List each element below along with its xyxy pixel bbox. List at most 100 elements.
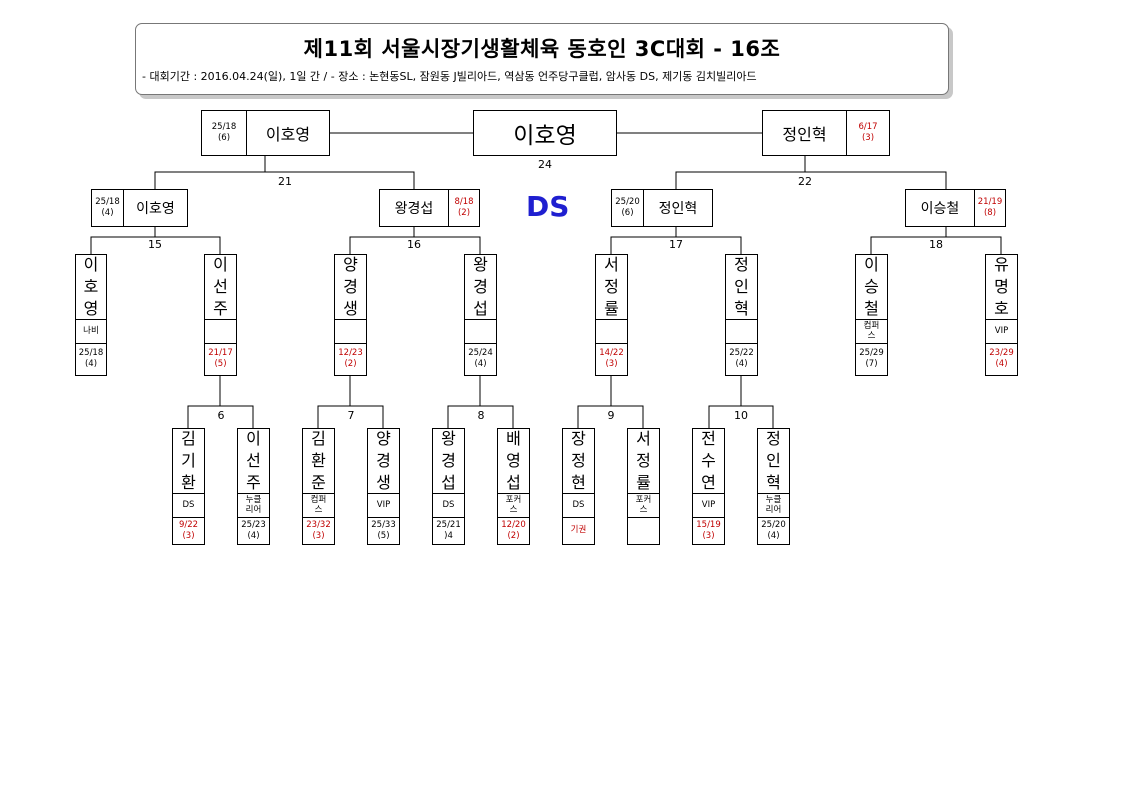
player-club: [465, 319, 496, 344]
player-score: [628, 517, 659, 544]
player-name: 서정률: [596, 255, 627, 320]
player-score: 25/21)4: [436, 519, 461, 541]
player-club: [205, 319, 236, 344]
player-name: 배영섭: [498, 429, 529, 494]
r32-player-6: 배영섭 포커스 12/20(2): [497, 428, 530, 545]
player-club: 포커스: [498, 493, 529, 518]
r32-player-7: 장정현 DS 기권: [562, 428, 595, 545]
match-18-number: 18: [929, 238, 943, 251]
player-club: 누클리어: [758, 493, 789, 518]
player-name: 양경생: [335, 255, 366, 320]
player-club: VIP: [986, 319, 1017, 344]
player-score: 25/23(4): [241, 519, 266, 541]
player-club: DS: [173, 493, 204, 518]
match-16-number: 16: [407, 238, 421, 251]
player-score: 25/22(4): [729, 348, 754, 369]
r32-player-5: 왕경섭 DS 25/21)4: [432, 428, 465, 545]
line-match-8: [447, 405, 514, 428]
player-name: 왕경섭: [465, 255, 496, 320]
semi-21-right-box: 왕경섭 8/18 (2): [379, 189, 480, 227]
champion-box: 이호영: [473, 110, 617, 156]
final-left-score: 25/18 (6): [202, 111, 247, 155]
player-score: 25/24(4): [468, 348, 493, 369]
player-club: DS: [563, 493, 594, 518]
player-club: [726, 319, 757, 344]
player-club: 컴퍼스: [856, 319, 887, 344]
player-score: 25/29(7): [859, 348, 884, 369]
line-match-18: [870, 236, 1002, 254]
semi-21-number: 21: [278, 175, 292, 188]
player-name: 김기환: [173, 429, 204, 494]
r32-player-10: 정인혁 누클리어 25/20(4): [757, 428, 790, 545]
player-score: 12/23(2): [338, 348, 363, 369]
r32-player-1: 김기환 DS 9/22(3): [172, 428, 205, 545]
header-panel: 제11회 서울시장기생활체육 동호인 3C대회 - 16조 - 대회기간 : 2…: [135, 23, 949, 95]
player-name: 이선주: [238, 429, 269, 494]
player-name: 김환준: [303, 429, 334, 494]
match-8-number: 8: [477, 409, 485, 422]
player-score: 25/18(4): [78, 348, 104, 369]
semi-21-left-score: 25/18 (4): [92, 190, 124, 226]
semi-21-right-name: 왕경섭: [380, 190, 449, 226]
player-club: VIP: [368, 493, 399, 518]
line-match-9: [577, 405, 644, 428]
semi-22-right-name: 이승철: [906, 190, 975, 226]
semi-22-number: 22: [798, 175, 812, 188]
player-club: 포커스: [628, 493, 659, 518]
r32-player-3: 김환준 컴퍼스 23/32(3): [302, 428, 335, 545]
final-match-number: 24: [538, 158, 552, 171]
final-left-name: 이호영: [265, 125, 311, 144]
player-club: 컴퍼스: [303, 493, 334, 518]
champion-name: 이호영: [513, 123, 577, 149]
player-score: 기권: [570, 525, 587, 535]
semi-22-left-score: 25/20 (6): [612, 190, 644, 226]
semi-22-right-box: 이승철 21/19 (8): [905, 189, 1006, 227]
player-club: [596, 319, 627, 344]
player-club: 나비: [76, 319, 106, 344]
semi-22-left-name: 정인혁: [658, 201, 698, 217]
player-name: 왕경섭: [433, 429, 464, 494]
player-name: 이승철: [856, 255, 887, 320]
page-title: 제11회 서울시장기생활체육 동호인 3C대회 - 16조: [303, 37, 781, 61]
line-semi-21: [154, 171, 415, 189]
venue-label: DS: [526, 190, 570, 223]
r32-player-4: 양경생 VIP 25/33(5): [367, 428, 400, 545]
final-right-score: 6/17 (3): [858, 122, 878, 143]
r32-player-9: 전수연 VIP 15/19(3): [692, 428, 725, 545]
player-name: 정인혁: [726, 255, 757, 320]
player-name: 이선주: [205, 255, 236, 320]
line-match-6: [187, 405, 254, 428]
r16-player-3: 양경생 12/23(2): [334, 254, 367, 376]
r16-player-2: 이선주 21/17(5): [204, 254, 237, 376]
player-club: [335, 319, 366, 344]
player-score: 12/20(2): [501, 519, 526, 541]
r32-player-8: 서정률 포커스: [627, 428, 660, 545]
player-name: 이호영: [76, 255, 106, 320]
player-score: 14/22(3): [599, 348, 624, 369]
semi-22-left-box: 25/20 (6) 정인혁: [611, 189, 713, 227]
player-club: 누클리어: [238, 493, 269, 518]
line-match-16: [349, 236, 481, 254]
final-left-box: 25/18 (6) 이호영: [201, 110, 330, 156]
player-name: 양경생: [368, 429, 399, 494]
player-name: 유명호: [986, 255, 1017, 320]
player-score: 23/32(3): [306, 519, 331, 541]
match-17-number: 17: [669, 238, 683, 251]
player-score: 25/20(4): [761, 519, 786, 541]
player-name: 서정률: [628, 429, 659, 494]
match-10-number: 10: [734, 409, 748, 422]
line-match-10: [708, 405, 774, 428]
player-score: 9/22(3): [178, 519, 199, 541]
player-name: 장정현: [563, 429, 594, 494]
line-match-7: [317, 405, 384, 428]
r16-player-8: 유명호 VIP 23/29(4): [985, 254, 1018, 376]
semi-21-left-box: 25/18 (4) 이호영: [91, 189, 188, 227]
player-club: DS: [433, 493, 464, 518]
player-club: VIP: [693, 493, 724, 518]
player-score: 25/33(5): [371, 519, 396, 541]
r16-player-5: 서정률 14/22(3): [595, 254, 628, 376]
final-right-name: 정인혁: [763, 111, 847, 155]
r16-player-1: 이호영 나비 25/18(4): [75, 254, 107, 376]
